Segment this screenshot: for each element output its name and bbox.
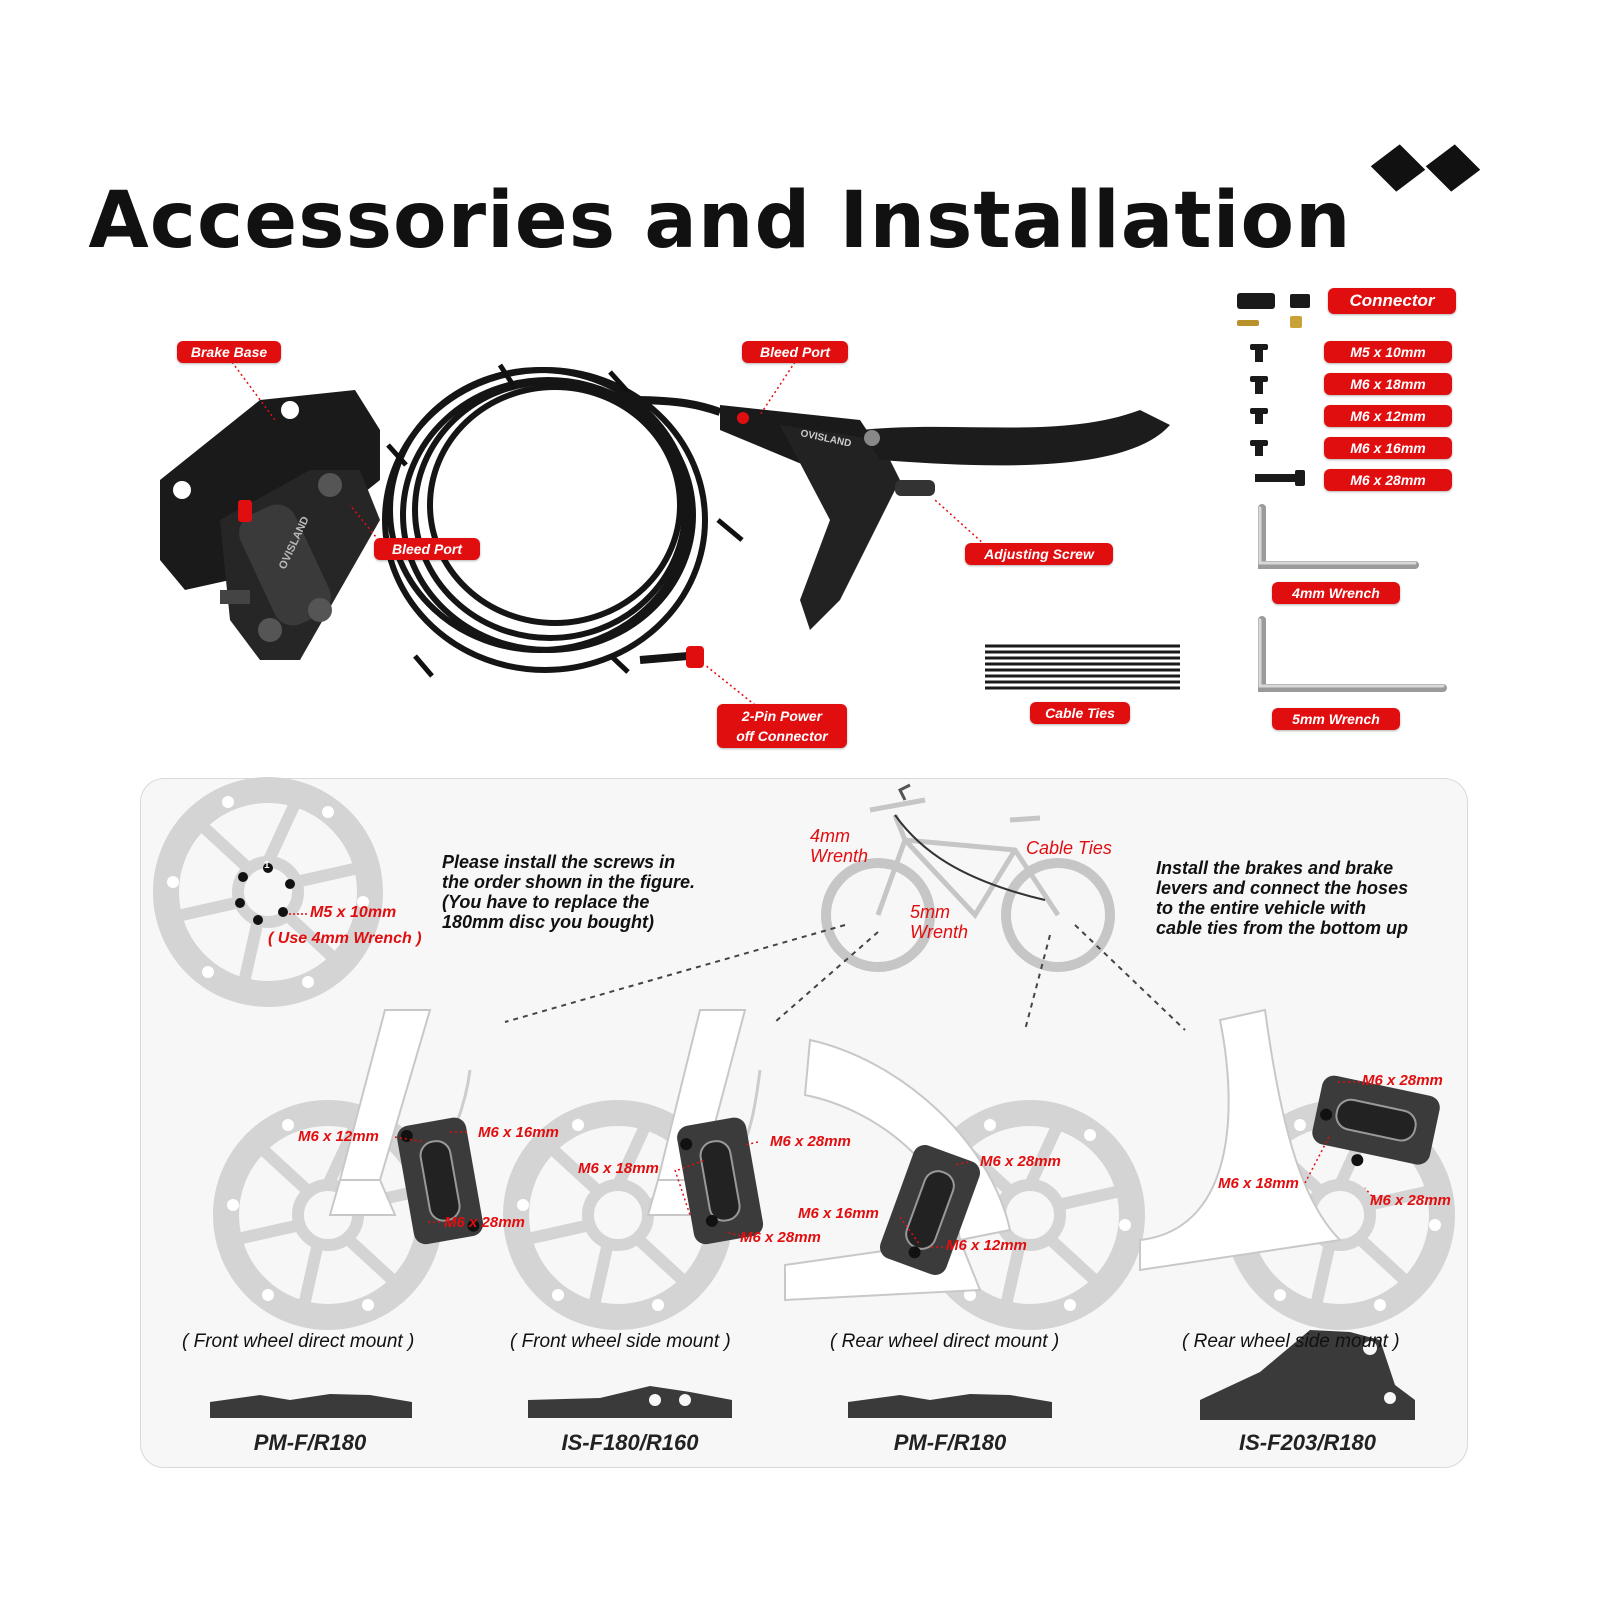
power-connector-line2: off Connector bbox=[736, 728, 828, 744]
right-note-line: Install the brakes and brake bbox=[1156, 858, 1394, 878]
screw-m6x28-tag: M6 x 28mm bbox=[1324, 469, 1452, 491]
right-note-line: cable ties from the bottom up bbox=[1156, 918, 1409, 938]
power-connector-tag: 2-Pin Power off Connector bbox=[717, 704, 847, 748]
mount3-label-m6x28: M6 x 28mm bbox=[980, 1153, 1061, 1170]
right-install-note: Install the brakes and brake levers and … bbox=[1156, 858, 1456, 938]
screw-m6x16-tag: M6 x 16mm bbox=[1324, 437, 1452, 459]
disc-screw-label: M5 x 10mm bbox=[310, 904, 397, 921]
adjusting-screw-tag: Adjusting Screw bbox=[965, 543, 1113, 565]
brake-base-tag: Brake Base bbox=[177, 341, 281, 363]
cable-ties-tag: Cable Ties bbox=[1030, 702, 1130, 724]
screw-order-1: 1 bbox=[264, 860, 270, 871]
page-title: Accessories and Installation bbox=[88, 176, 1352, 266]
mount1-label-m6x16: M6 x 16mm bbox=[478, 1124, 559, 1141]
adapter3-name: PM-F/R180 bbox=[893, 1430, 1007, 1455]
bike-cable-ties-label: Cable Ties bbox=[1026, 838, 1112, 858]
mount4-label-top: M6 x 28mm bbox=[1362, 1072, 1443, 1089]
screw-m6x12-tag: M6 x 12mm bbox=[1324, 405, 1452, 427]
bleed-port-caliper-tag: Bleed Port bbox=[374, 538, 480, 560]
disc-wrench-note: ( Use 4mm Wrench ) bbox=[268, 930, 422, 947]
mount3-caption: ( Rear wheel direct mount ) bbox=[830, 1331, 1060, 1352]
bike-4mm-wrench-label: 4mm Wrenth bbox=[810, 826, 868, 866]
bleed-port-lever-tag: Bleed Port bbox=[742, 341, 848, 363]
disc-note-line: the order shown in the figure. bbox=[442, 872, 696, 892]
mount2-label-m6x18: M6 x 18mm bbox=[578, 1160, 659, 1177]
adapter1-name: PM-F/R180 bbox=[253, 1430, 367, 1455]
power-connector-line1: 2-Pin Power bbox=[741, 708, 823, 724]
bike-5mm-line: Wrenth bbox=[910, 922, 969, 942]
mount1-label-m6x12: M6 x 12mm bbox=[298, 1128, 379, 1145]
mount3-label-m6x16: M6 x 16mm bbox=[798, 1205, 879, 1222]
adapter2-name: IS-F180/R160 bbox=[561, 1430, 699, 1455]
screw-order-markers bbox=[235, 863, 295, 925]
connector-tag: Connector bbox=[1328, 288, 1456, 314]
mount2-label-top: M6 x 28mm bbox=[770, 1133, 851, 1150]
wrench-5mm-tag: 5mm Wrench bbox=[1272, 708, 1400, 730]
bike-5mm-line: 5mm bbox=[910, 902, 950, 922]
disc-note-line: Please install the screws in bbox=[442, 852, 676, 872]
screw-m5x10-tag: M5 x 10mm bbox=[1324, 341, 1452, 363]
bike-4mm-line: Wrenth bbox=[810, 846, 869, 866]
screw-m6x18-tag: M6 x 18mm bbox=[1324, 373, 1452, 395]
disc-note-line: 180mm disc you bought) bbox=[442, 912, 655, 932]
mount4-label-m6x18: M6 x 18mm bbox=[1218, 1175, 1299, 1192]
mount4-caption: ( Rear wheel side mount ) bbox=[1182, 1331, 1400, 1352]
mount2-label-bottom: M6 x 28mm bbox=[740, 1229, 821, 1246]
mount4-label-bottom: M6 x 28mm bbox=[1370, 1192, 1451, 1209]
mount2-caption: ( Front wheel side mount ) bbox=[510, 1331, 731, 1352]
right-note-line: levers and connect the hoses bbox=[1156, 878, 1409, 898]
bike-5mm-wrench-label: 5mm Wrenth bbox=[910, 902, 968, 942]
wrench-4mm-tag: 4mm Wrench bbox=[1272, 582, 1400, 604]
bike-4mm-line: 4mm bbox=[810, 826, 850, 846]
adapter4-name: IS-F203/R180 bbox=[1239, 1430, 1376, 1455]
mount1-label-m6x28: M6 x 28mm bbox=[444, 1214, 525, 1231]
right-note-line: to the entire vehicle with bbox=[1156, 898, 1367, 918]
disc-note-line: (You have to replace the bbox=[442, 892, 650, 912]
mount3-label-m6x12: M6 x 12mm bbox=[946, 1237, 1027, 1254]
disc-install-note: Please install the screws in the order s… bbox=[442, 852, 762, 932]
mount1-caption: ( Front wheel direct mount ) bbox=[182, 1331, 415, 1352]
